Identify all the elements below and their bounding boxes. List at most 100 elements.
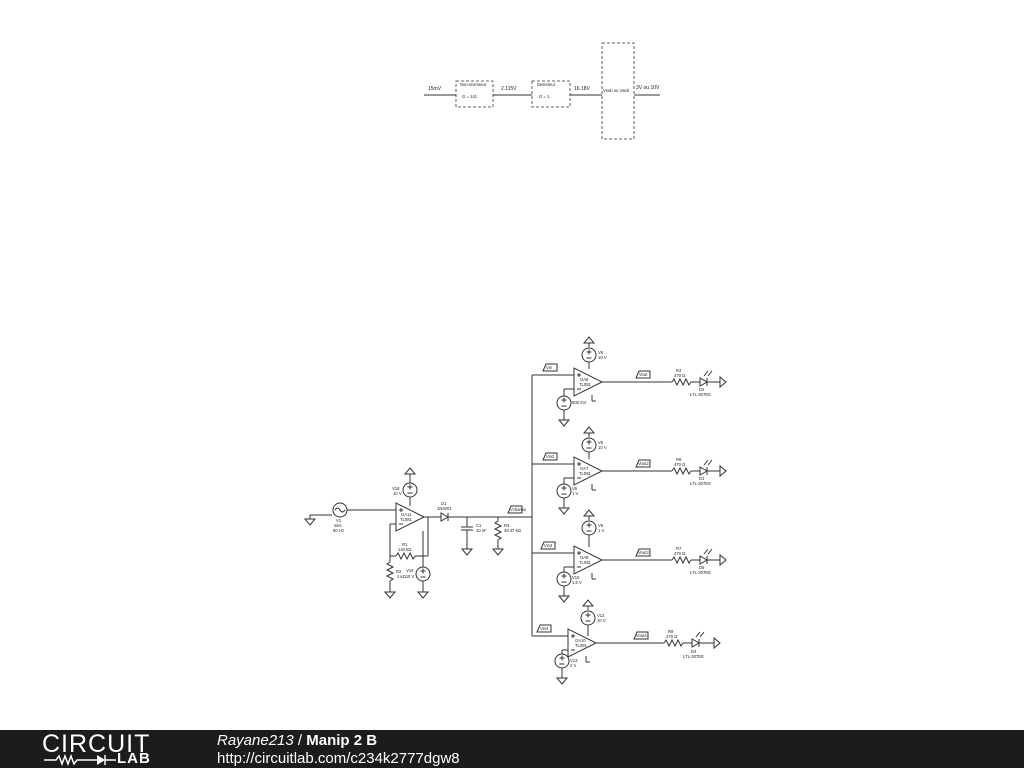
stage3-ref-val: 1.6 V [572,580,582,585]
stage4-supply-name: V12 [597,613,605,618]
bd-block-output [601,42,635,140]
stage1-supply-val: 10 V [598,355,607,360]
title-separator: / [293,732,307,749]
stage4-ref-source [554,653,570,669]
stage1-resistor [671,378,692,386]
stage3-in-label: Vin3 [544,543,553,548]
r1-name: R1 [402,542,408,547]
stage1-r-name: R4 [676,368,682,373]
stage1-r-val: 470 Ω [674,373,685,378]
d1-model: 1N4001 [437,506,452,511]
stage2-in-label: Vin2 [546,454,555,459]
stage2-opamp-name: OA7 [580,466,589,471]
oa11-name: OA11 [401,512,412,517]
stage2-r-val: 470 Ω [674,462,685,467]
circuitlab-logo-text[interactable]: CIRCUIT [42,730,151,758]
c1-value: 10 nF [476,528,487,533]
stage2-resistor [671,467,692,475]
r2-name: R2 [396,569,402,574]
bd-block2-gain: G = 1 [539,94,550,99]
stage1-ref-val: 500 mV [572,400,587,405]
bd-block1-name: Non-inverseur [460,82,487,87]
bd-block2-name: Detecteur [537,82,556,87]
front-end-circuit: V1 sine 60 Hz OA11 TL081 V18 10 V R1 140… [304,467,532,599]
stage3-r-val: 470 Ω [674,551,685,556]
stage2-led-model: LTL-307EE [690,481,711,486]
circuit-url-link[interactable]: http://circuitlab.com/c234k2777dgw8 [217,750,460,767]
stage2-r-name: R6 [676,457,682,462]
c1-name: C1 [476,523,482,528]
oa11-model: TL081 [400,517,413,522]
stage1-opamp-name: OA8 [580,377,589,382]
stage3-r-name: R7 [676,546,682,551]
stage2-supply-name: V5 [598,440,604,445]
r3-name: R3 [504,523,510,528]
circuit-name[interactable]: Manip 2 B [306,732,378,749]
bd-input-label: 15mV [428,86,442,92]
stage3-ref-source [556,571,572,587]
footer-bar: CIRCUIT LAB Rayane213 / Manip 2 B http:/… [0,730,1024,768]
bd-block-noninverting [455,80,494,108]
stage2-ref-name: V6 [572,486,578,491]
r3-resistor [494,520,502,541]
net-main-label: Vcbanke [510,507,527,512]
stage3-supply [581,520,597,536]
circuitlab-logo-waveform-icon [44,753,116,767]
stage3-opamp-model: TL081 [579,560,592,565]
stage3-led [699,548,713,565]
stage3-ref-name: V10 [572,575,580,580]
stage4-out-label: Vout4 [636,633,647,638]
stage1-led [699,370,713,387]
stage4-opamp-name: OA10 [575,638,586,643]
r1-resistor [395,552,416,560]
stage3-out-label: Vout3 [638,550,649,555]
v19-value: 1 kΩ10 V [397,574,415,579]
stage4-r-name: R8 [668,629,674,634]
comparator-stage-3: Vin3 V5 1 V OA8 TL081 V10 1.6 V Vout3 R7… [532,509,727,603]
stage3-resistor [671,556,692,564]
stage4-opamp-model: TL081 [575,643,588,648]
stage4-led [691,631,705,648]
r2-resistor [386,561,394,582]
stage3-led-model: LTL-307EE [690,570,711,575]
stage1-led-model: LTL-307EE [690,392,711,397]
sine-source-symbol [332,502,348,518]
stage4-supply-val: 10 V [597,618,606,623]
stage4-ref-val: 2 V [570,663,576,668]
stage4-in-label: Vin4 [540,626,549,631]
d1-diode [440,512,450,522]
stage2-ref-val: 1 V [572,491,578,496]
bd-block1-gain: G = 141 [462,94,478,99]
stage1-in-label: Vin [546,365,553,370]
stage4-ref-name: V13 [570,658,578,663]
d1-name: D1 [441,501,447,506]
schematic-canvas: 15mV Non-inverseur G = 141 2.115V Detect… [304,42,727,685]
comparator-stage-1: Vin V6 10 V OA8 TL081 500 mV Vout R4 470… [532,336,727,427]
bd-block3-name: Vseb ou Vseb [603,88,630,93]
r3-value: 49.47 kΩ [504,528,521,533]
stage4-supply [580,610,596,626]
stage1-ref-source [556,395,572,411]
stage1-supply-name: V6 [598,350,604,355]
stage2-led [699,459,713,476]
v1-freq: 60 Hz [333,528,344,533]
stage2-ref-source [556,483,572,499]
stage1-led-name: D2 [699,387,705,392]
v18-source [402,482,418,498]
bd-block-detector [531,80,571,108]
stage2-supply [581,437,597,453]
r1-value: 140 kΩ [398,547,411,552]
stage4-r-val: 470 Ω [666,634,677,639]
stage3-supply-name: V5 [598,523,604,528]
stage3-opamp-name: OA8 [580,555,589,560]
stage4-led-name: D4 [691,649,697,654]
v1-type: sine [334,523,342,528]
comparator-stage-2: Vin2 V5 10 V OA7 TL081 V6 1 V Vout2 R6 4… [532,426,727,515]
stage3-supply-val: 1 V [598,528,604,533]
stage1-opamp-model: TL081 [579,382,592,387]
stage2-out-label: Vout2 [638,461,649,466]
bd-output-label: 3V ou 10V [636,85,660,91]
author-link[interactable]: Rayane213 [217,732,294,749]
stage2-supply-val: 10 V [598,445,607,450]
stage2-opamp-model: TL081 [579,471,592,476]
